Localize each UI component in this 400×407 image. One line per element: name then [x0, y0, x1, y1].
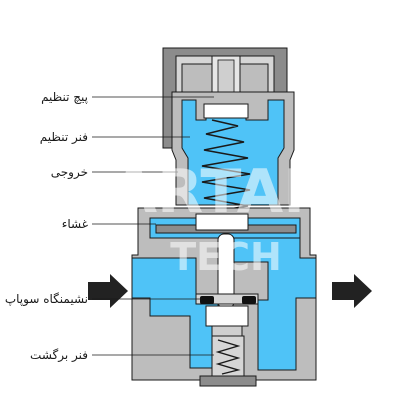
label-diaphragm: غشاء	[61, 217, 88, 231]
inlet-arrow-icon	[88, 274, 128, 308]
return-spring	[211, 335, 245, 377]
label-valve-seat: نشیمنگاه سوپاپ	[4, 292, 88, 306]
outlet-channel-fluid	[233, 237, 317, 371]
valve-seat	[195, 293, 259, 337]
label-adjusting-spring: فنر تنظیم	[39, 130, 88, 144]
outlet-arrow-icon	[332, 274, 372, 308]
adjusting-spring	[201, 119, 251, 219]
label-return-spring: فنر برگشت	[30, 348, 88, 362]
bottom-plug	[199, 375, 257, 387]
inlet-channel-fluid	[131, 257, 219, 369]
diaphragm-plate	[195, 213, 249, 231]
spring-plate-top	[203, 103, 249, 119]
label-outlet: خروجی	[50, 165, 88, 179]
label-adjusting-screw: پیچ تنظیم	[41, 90, 88, 104]
upper-chamber-fluid	[181, 99, 285, 206]
watermark-line1: ARTAN	[111, 157, 334, 227]
watermark-line2: TECH	[170, 235, 282, 279]
leader-lines	[92, 96, 214, 356]
